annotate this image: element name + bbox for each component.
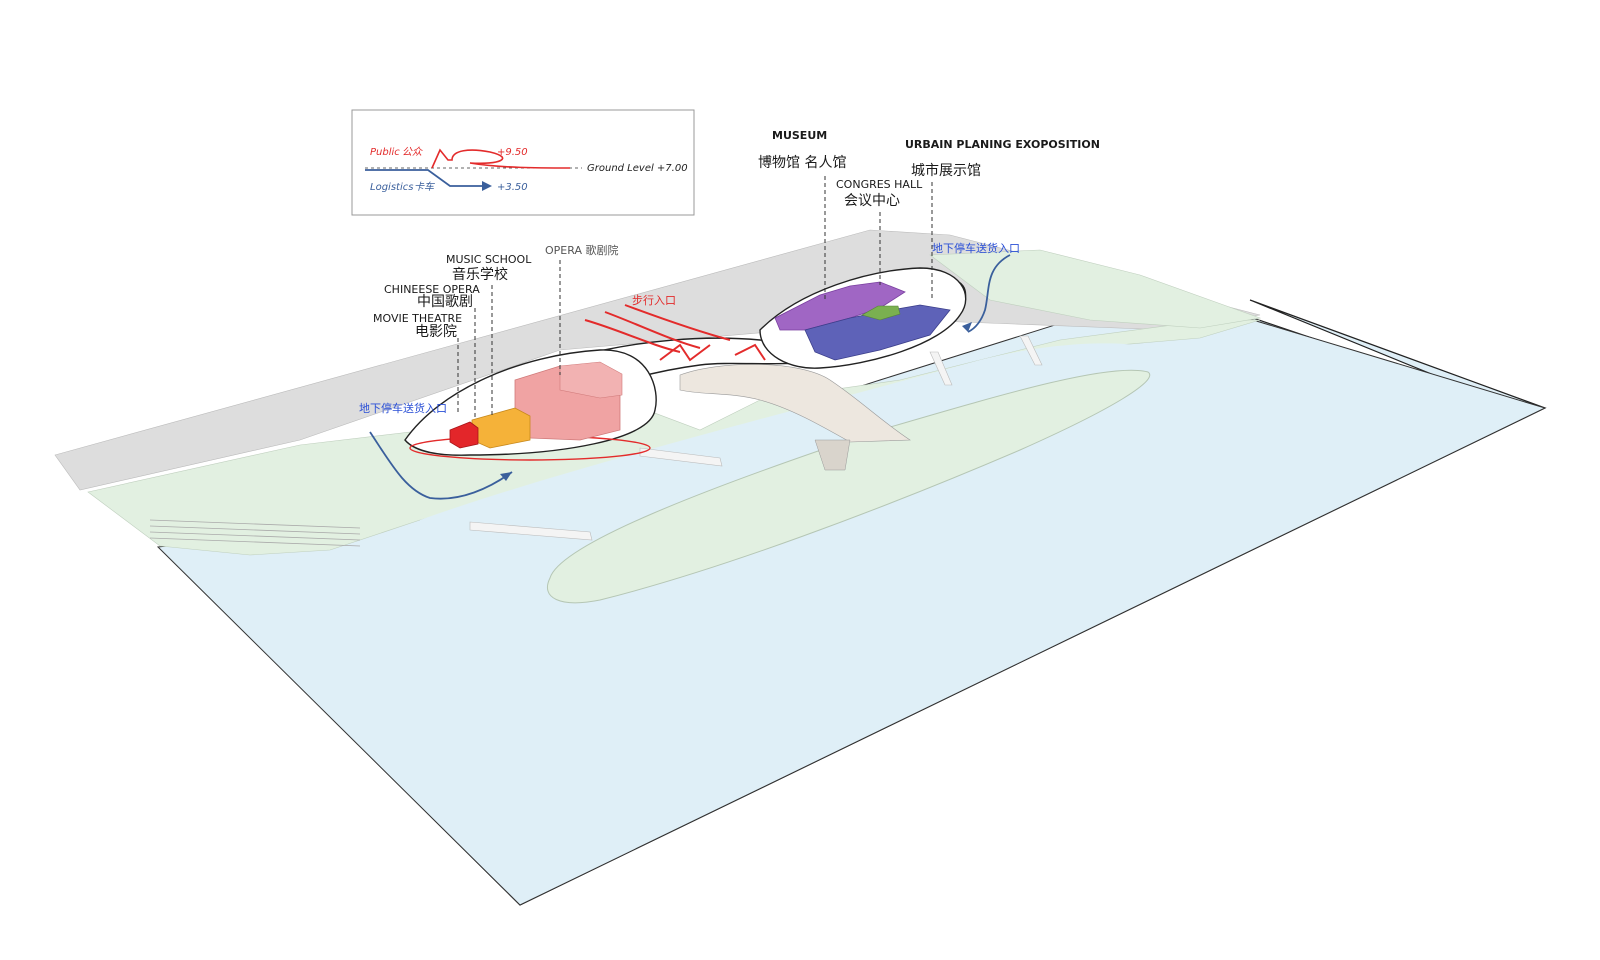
central-stairs [814, 439, 851, 471]
label-movie-en: MOVIE THEATRE [373, 312, 462, 325]
urban-block [861, 305, 901, 321]
label-urban-en: URBAIN PLANING EXOPOSITION [905, 138, 1100, 151]
logistics-route-left [369, 431, 513, 500]
label-music-en: MUSIC SCHOOL [446, 253, 532, 266]
label-parking-entry-right: 地下停车送货入口 [932, 241, 1020, 255]
label-pedestrian-entry: 步行入口 [632, 294, 676, 307]
park-land-right [929, 249, 1262, 329]
legend-logistics-level: +3.50 [497, 182, 528, 193]
bridge-right-1 [929, 351, 953, 386]
legend-ground-level: Ground Level +7.00 [587, 163, 688, 174]
leader-lines [457, 176, 933, 418]
legend-public-route [431, 148, 571, 169]
island [547, 369, 1151, 604]
label-movie-cn: 电影院 [415, 324, 457, 340]
label-chinese-opera-cn: 中国歌剧 [417, 294, 473, 310]
opera-block-upper [559, 361, 623, 399]
label-museum-cn: 博物馆 名人馆 [758, 154, 846, 171]
label-parking-entry-left: 地下停车送货入口 [359, 401, 447, 415]
legend-public-level: +9.50 [497, 147, 528, 158]
legend-logistics-cn: 卡车 [414, 181, 435, 193]
label-opera: OPERA 歌剧院 [545, 243, 618, 257]
label-congres-cn: 会议中心 [844, 193, 900, 209]
label-museum-en: MUSEUM [772, 129, 827, 142]
legend-logistics-arrow [482, 181, 492, 191]
channel-water [420, 343, 1160, 531]
legend-public-cn: 公众 [402, 146, 423, 158]
label-congres-en: CONGRES HALL [836, 178, 923, 191]
logistics-arrow-left [500, 472, 512, 481]
label-chinese-opera-en: CHINEESE OPERA [384, 283, 480, 296]
public-route-mid [659, 343, 766, 362]
legend-logistics-route [365, 169, 490, 187]
label-music-cn: 音乐学校 [452, 266, 508, 283]
bridge-left [469, 521, 593, 541]
logistics-arrow-right [962, 322, 972, 332]
stepped-edge [149, 519, 361, 547]
legend-logistics-en: Logistics [370, 182, 413, 193]
museum-block [774, 281, 906, 331]
logistics-route-right [967, 254, 1011, 333]
legend-box [351, 109, 695, 216]
public-route-north [584, 304, 731, 353]
central-plaza [679, 364, 911, 443]
legend-public-en: Public [370, 147, 400, 158]
label-urban-cn: 城市展示馆 [911, 162, 981, 179]
movie-theatre-block [449, 421, 479, 449]
bridge-right-2 [1019, 335, 1043, 366]
